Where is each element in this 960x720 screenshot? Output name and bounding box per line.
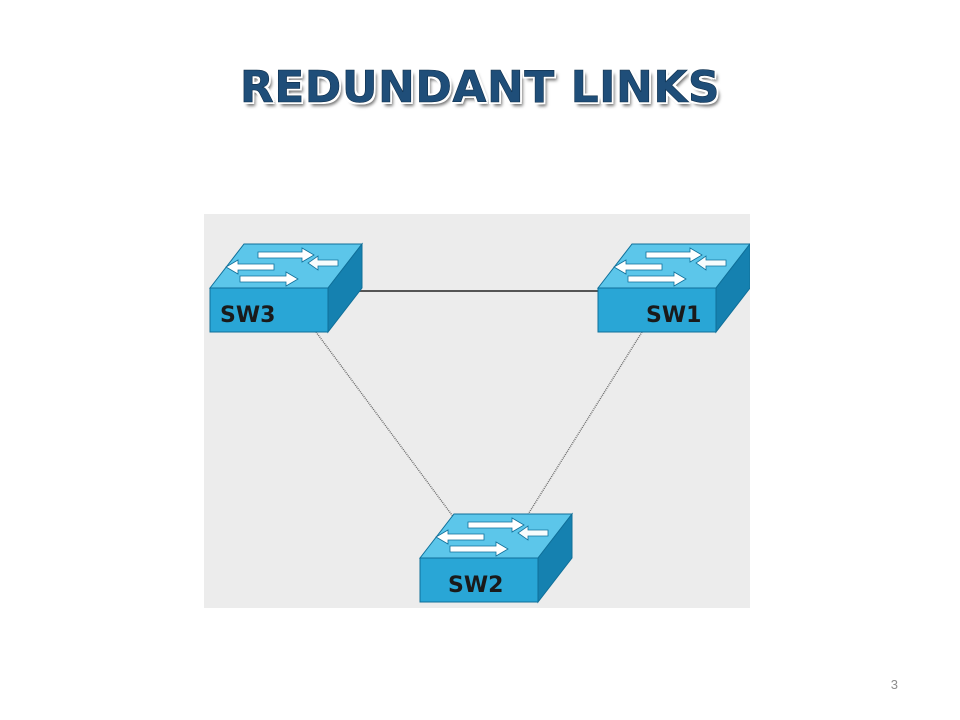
switch-sw1: SW1 (597, 243, 750, 333)
switch-label-sw2: SW2 (448, 573, 503, 598)
page-number: 3 (890, 677, 898, 692)
switch-label-sw3: SW3 (220, 303, 275, 328)
link-sw1-sw2 (521, 331, 643, 525)
network-diagram: SW3 SW1 SW2 (204, 214, 750, 608)
slide-title: REDUNDANT LINKS (239, 62, 721, 114)
diagram-canvas: SW3 SW1 SW2 (209, 243, 750, 603)
link-sw3-sw2 (315, 331, 467, 535)
switch-sw2: SW2 (419, 513, 573, 603)
switch-sw3: SW3 (209, 243, 363, 333)
switch-label-sw1: SW1 (646, 303, 701, 328)
